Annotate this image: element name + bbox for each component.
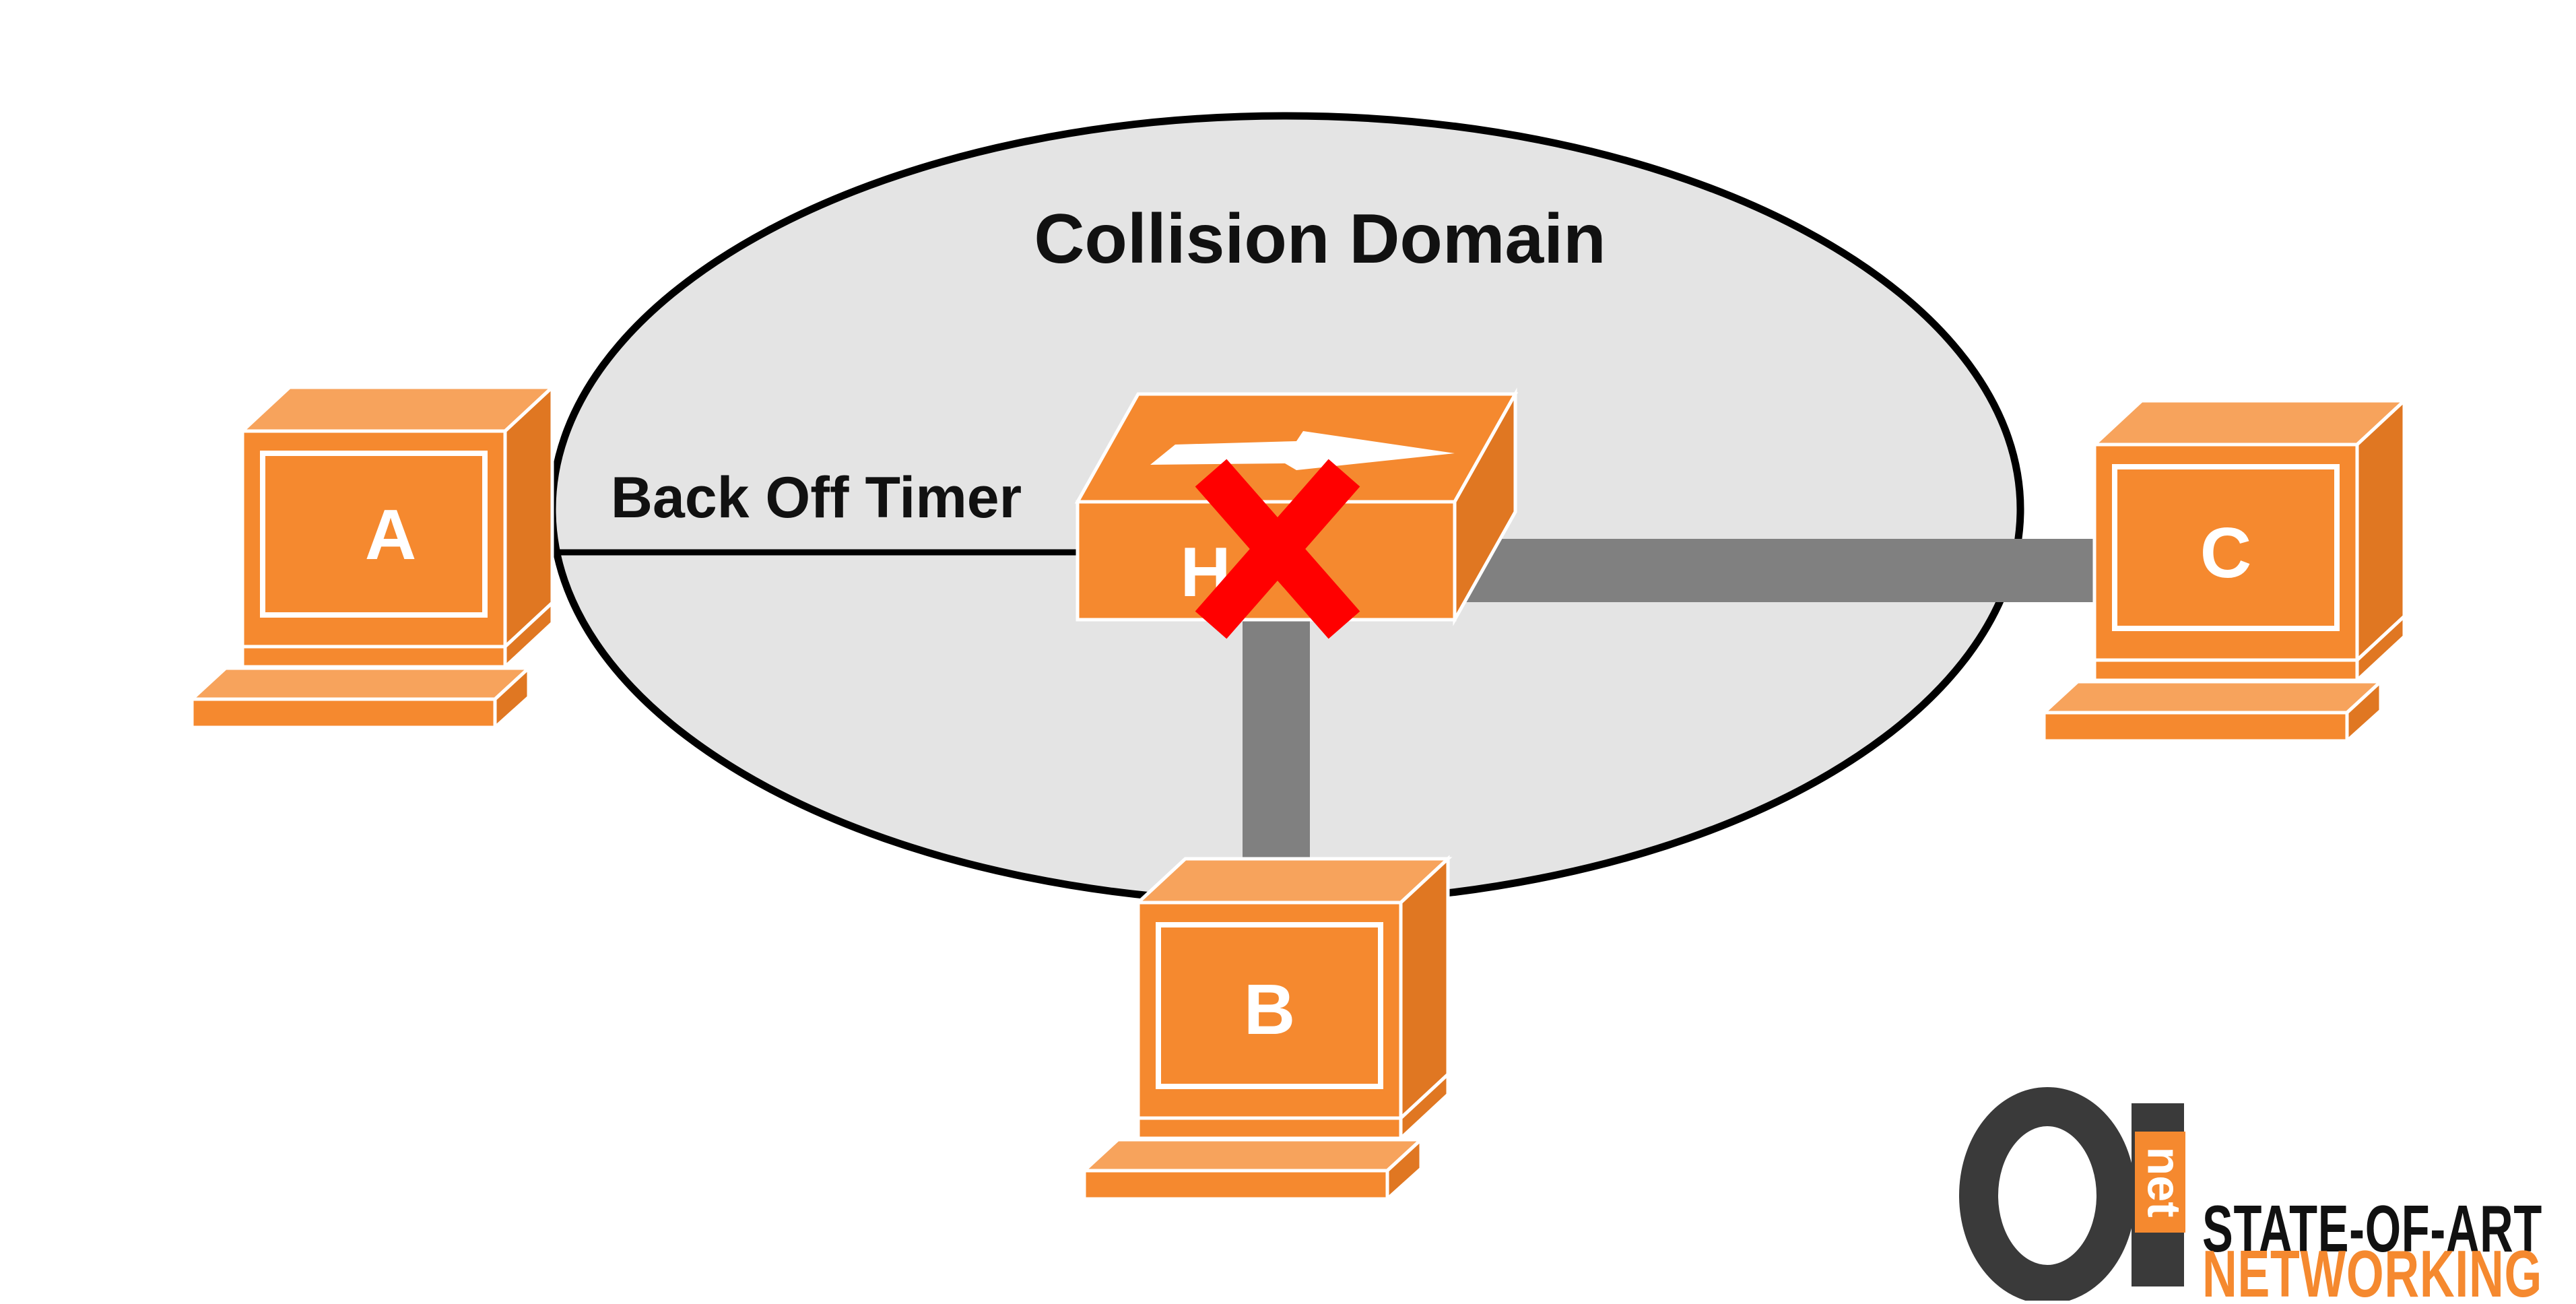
host-c: C <box>2039 397 2409 745</box>
logo-line1: STATE-OF-ART <box>2202 1192 2542 1266</box>
link-hub-b <box>1243 606 1310 869</box>
logo-net-text: net <box>2138 1147 2191 1218</box>
host-b: B <box>1080 855 1453 1203</box>
host-c-label: C <box>2200 513 2252 593</box>
collision-domain-label: Collision Domain <box>1034 200 1606 278</box>
host-b-label: B <box>1244 970 1296 1049</box>
logo-line2: NETWORKING <box>2202 1237 2542 1301</box>
collision-x-icon <box>1195 459 1360 639</box>
back-off-timer-label: Back Off Timer <box>611 465 1022 530</box>
company-logo: net STATE-OF-ART NETWORKING <box>1959 1087 2542 1304</box>
host-a: A <box>187 383 557 731</box>
logo-a-ring <box>1959 1087 2136 1304</box>
logo-net-badge <box>2135 1132 2185 1233</box>
host-a-label: A <box>365 495 417 575</box>
